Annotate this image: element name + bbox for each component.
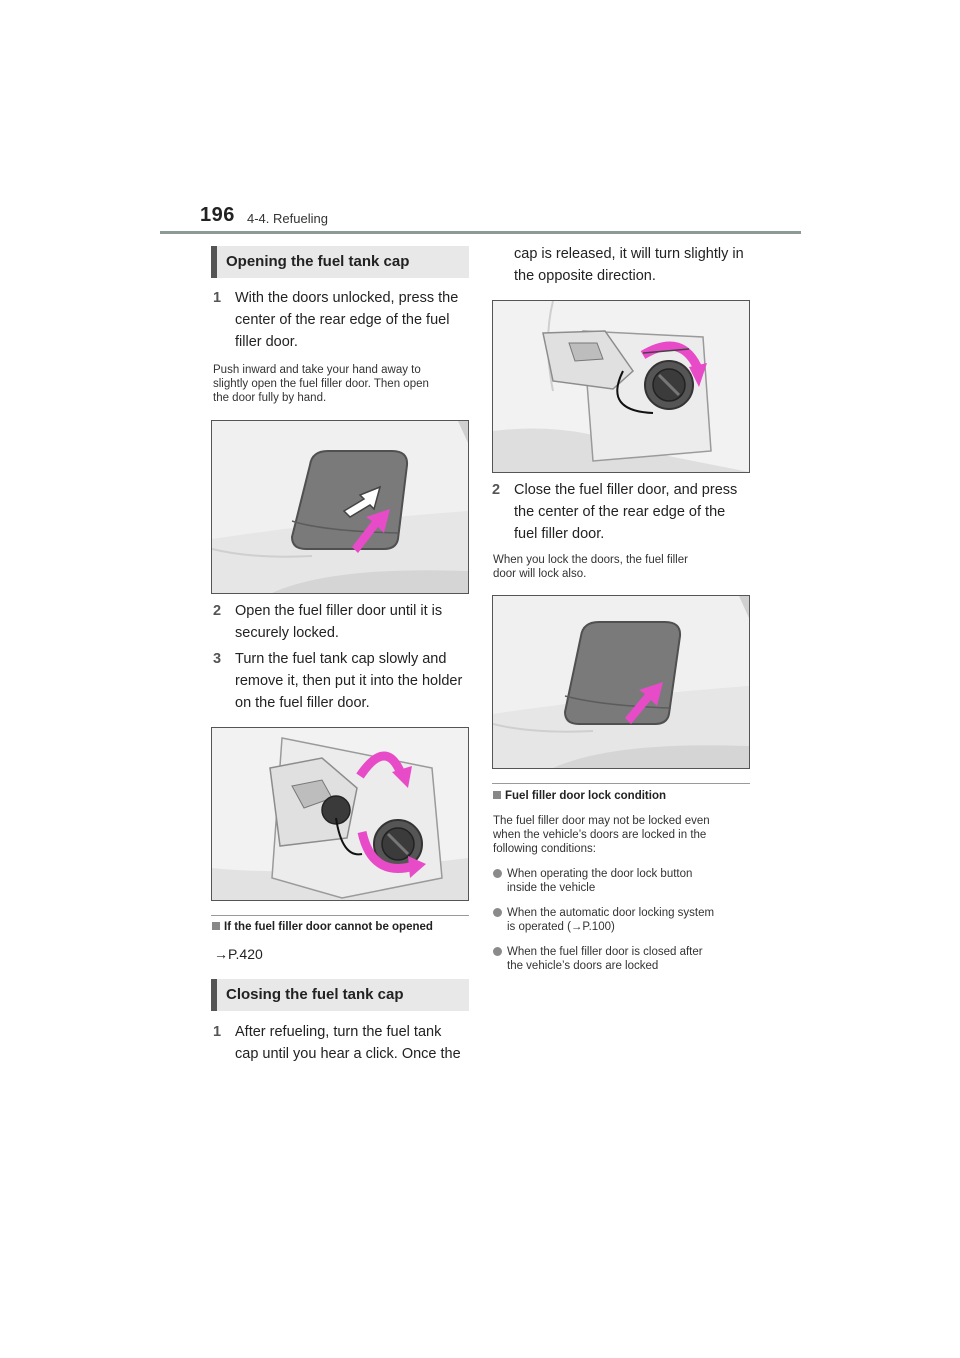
bullet-text: inside the vehicle	[507, 882, 596, 894]
lock-condition-intro: The fuel filler door may not be locked e…	[493, 814, 755, 856]
figure-remove-cap	[211, 727, 469, 901]
step-text: the opposite direction.	[514, 268, 656, 284]
heading-closing: Closing the fuel tank cap	[211, 979, 469, 1011]
heading-opening: Opening the fuel tank cap	[211, 246, 469, 278]
bullet-text: When the fuel filler door is closed afte…	[507, 946, 703, 958]
bullet-icon	[493, 947, 502, 956]
step-text: After refueling, turn the fuel tank	[235, 1024, 442, 1040]
bullet-text: is operated (→P.100)	[507, 921, 615, 933]
opening-note: Push inward and take your hand away to s…	[213, 363, 473, 405]
page-number: 196	[200, 204, 235, 226]
step-number: 3	[213, 651, 222, 667]
note-line: when the vehicle’s doors are locked in t…	[493, 829, 707, 841]
step-number: 2	[213, 603, 222, 619]
closing-step-2: 2 Close the fuel filler door, and press …	[492, 479, 762, 545]
step-text: securely locked.	[235, 625, 339, 641]
step-text: Close the fuel filler door, and press	[514, 482, 738, 498]
step-text: cap is released, it will turn slightly i…	[514, 246, 744, 262]
bullet-item: When the automatic door locking system i…	[493, 906, 755, 936]
bullet-icon	[493, 869, 502, 878]
note-line: following conditions:	[493, 843, 596, 855]
step-text: Open the fuel filler door until it is	[235, 603, 443, 619]
closing-step-1: 1 After refueling, turn the fuel tank ca…	[213, 1021, 473, 1065]
bullet-item: When operating the door lock button insi…	[493, 867, 755, 897]
note-line: the door fully by hand.	[213, 392, 327, 404]
step-text: With the doors unlocked, press the	[235, 290, 459, 306]
bullet-text: When operating the door lock button	[507, 868, 693, 880]
opening-step-3: 3 Turn the fuel tank cap slowly and remo…	[213, 648, 473, 714]
step-number: 1	[213, 290, 222, 306]
step-text: center of the rear edge of the fuel	[235, 312, 450, 328]
bullet-item: When the fuel filler door is closed afte…	[493, 945, 755, 975]
step-text: on the fuel filler door.	[235, 695, 370, 711]
opening-step-1: 1 With the doors unlocked, press the cen…	[213, 287, 473, 353]
square-icon	[212, 922, 220, 930]
note-line: The fuel filler door may not be locked e…	[493, 815, 710, 827]
subhead-text: Fuel filler door lock condition	[505, 790, 667, 802]
note-line: slightly open the fuel filler door. Then…	[213, 378, 429, 390]
step-text: Turn the fuel tank cap slowly and	[235, 651, 447, 667]
divider	[211, 915, 469, 916]
note-line: Push inward and take your hand away to	[213, 364, 421, 376]
step-text: the center of the rear edge of the	[514, 504, 726, 520]
subhead-cannot-open: If the fuel filler door cannot be opened	[212, 921, 433, 933]
figure-install-cap	[492, 300, 750, 473]
figure-open-door	[211, 420, 469, 594]
closing-note: When you lock the doors, the fuel filler…	[493, 553, 753, 581]
note-line: When you lock the doors, the fuel filler	[493, 554, 688, 566]
header-rule	[160, 231, 801, 234]
square-icon	[493, 791, 501, 799]
step-text: fuel filler door.	[514, 526, 605, 542]
subhead-lock-condition: Fuel filler door lock condition	[493, 790, 666, 802]
step-text: cap until you hear a click. Once the	[235, 1046, 461, 1062]
step-number: 2	[492, 482, 501, 498]
bullet-text: When the automatic door locking system	[507, 907, 715, 919]
divider	[492, 783, 750, 784]
step-text: filler door.	[235, 334, 298, 350]
opening-step-2: 2 Open the fuel filler door until it is …	[213, 600, 473, 644]
step-number: 1	[213, 1024, 222, 1040]
bullet-text: the vehicle’s doors are locked	[507, 960, 659, 972]
page-reference[interactable]: →P.420	[214, 946, 263, 962]
bullet-icon	[493, 908, 502, 917]
figure-close-door	[492, 595, 750, 769]
step-text: remove it, then put it into the holder	[235, 673, 463, 689]
closing-step-1-continued: cap is released, it will turn slightly i…	[492, 243, 762, 287]
section-title: 4-4. Refueling	[247, 211, 328, 226]
subhead-text: If the fuel filler door cannot be opened	[224, 921, 433, 933]
note-line: door will lock also.	[493, 568, 587, 580]
